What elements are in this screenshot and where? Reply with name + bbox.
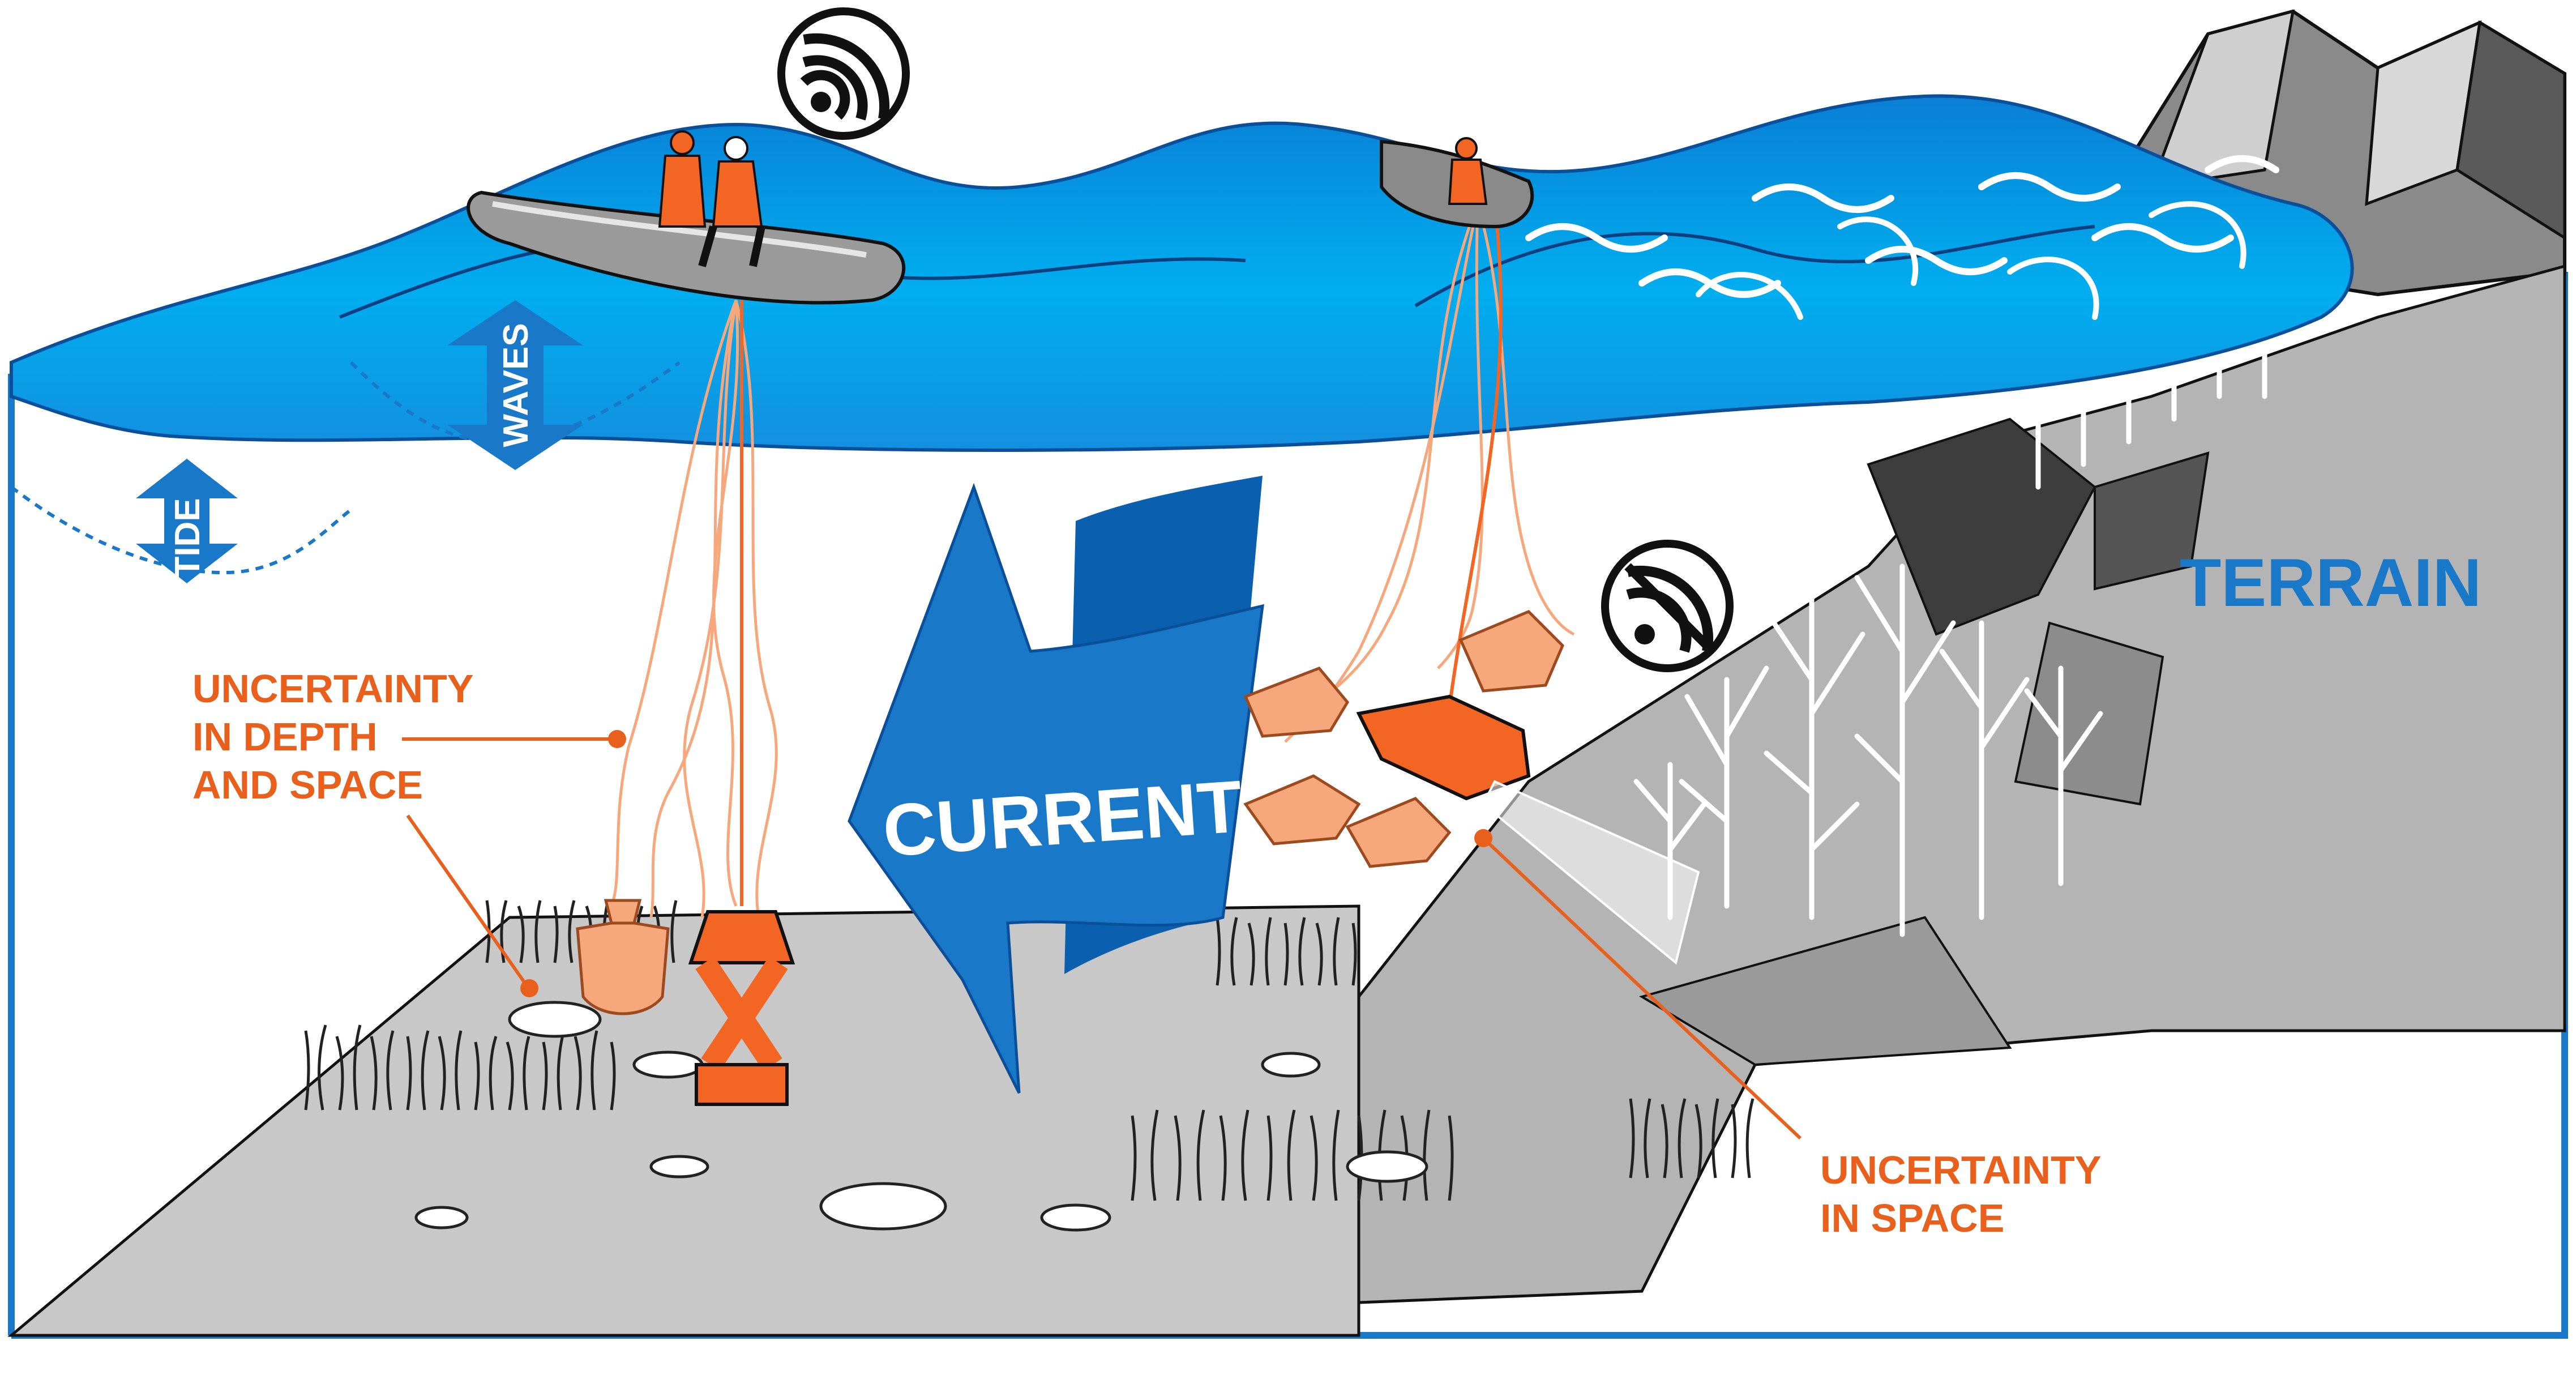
- tide-wave-curves: [10, 361, 681, 575]
- rov-active: [1356, 694, 1531, 801]
- terrain-label: TERRAIN: [2180, 545, 2481, 621]
- label-line-1: UNCERTAINTY: [1820, 1148, 2101, 1192]
- grab-tethers: [610, 300, 778, 918]
- tide-indicator: TIDE: [136, 459, 238, 583]
- boat-crew: [658, 130, 765, 267]
- label-line-2: IN SPACE: [1820, 1196, 2004, 1240]
- tide-label: TIDE: [168, 498, 207, 578]
- waves-label: WAVES: [497, 323, 536, 447]
- sea-surface: [10, 94, 2354, 452]
- current-arrow: CURRENT: [848, 476, 1264, 1094]
- label-line-3: AND SPACE: [192, 763, 423, 807]
- uncertainty-space-label: UNCERTAINTY IN SPACE: [1820, 1148, 2101, 1240]
- annotation-dots: [520, 730, 1492, 997]
- uncertainty-depth-space-label: UNCERTAINTY IN DEPTH AND SPACE: [192, 667, 473, 807]
- operator: [1448, 137, 1488, 205]
- rov-tether-active: [1448, 203, 1503, 708]
- seabed-floor: [7, 904, 1360, 1337]
- grab-sampler-active: [688, 910, 795, 1106]
- coral-forest: [1633, 314, 2267, 937]
- waves-indicator: WAVES: [447, 300, 583, 470]
- small-boat: [1380, 137, 1534, 229]
- rov-ghosts: [1243, 610, 1564, 868]
- label-line-2: IN DEPTH: [192, 715, 378, 759]
- annotation-leaders: [402, 737, 1802, 1140]
- grab-sampler-ghost: [576, 899, 670, 1015]
- inflatable-boat: [467, 130, 906, 305]
- uncertainty-cone: [1482, 780, 1700, 965]
- no-signal-icon: [1601, 540, 1734, 672]
- label-line-1: UNCERTAINTY: [192, 667, 473, 711]
- wifi-signal-icon: [777, 7, 910, 140]
